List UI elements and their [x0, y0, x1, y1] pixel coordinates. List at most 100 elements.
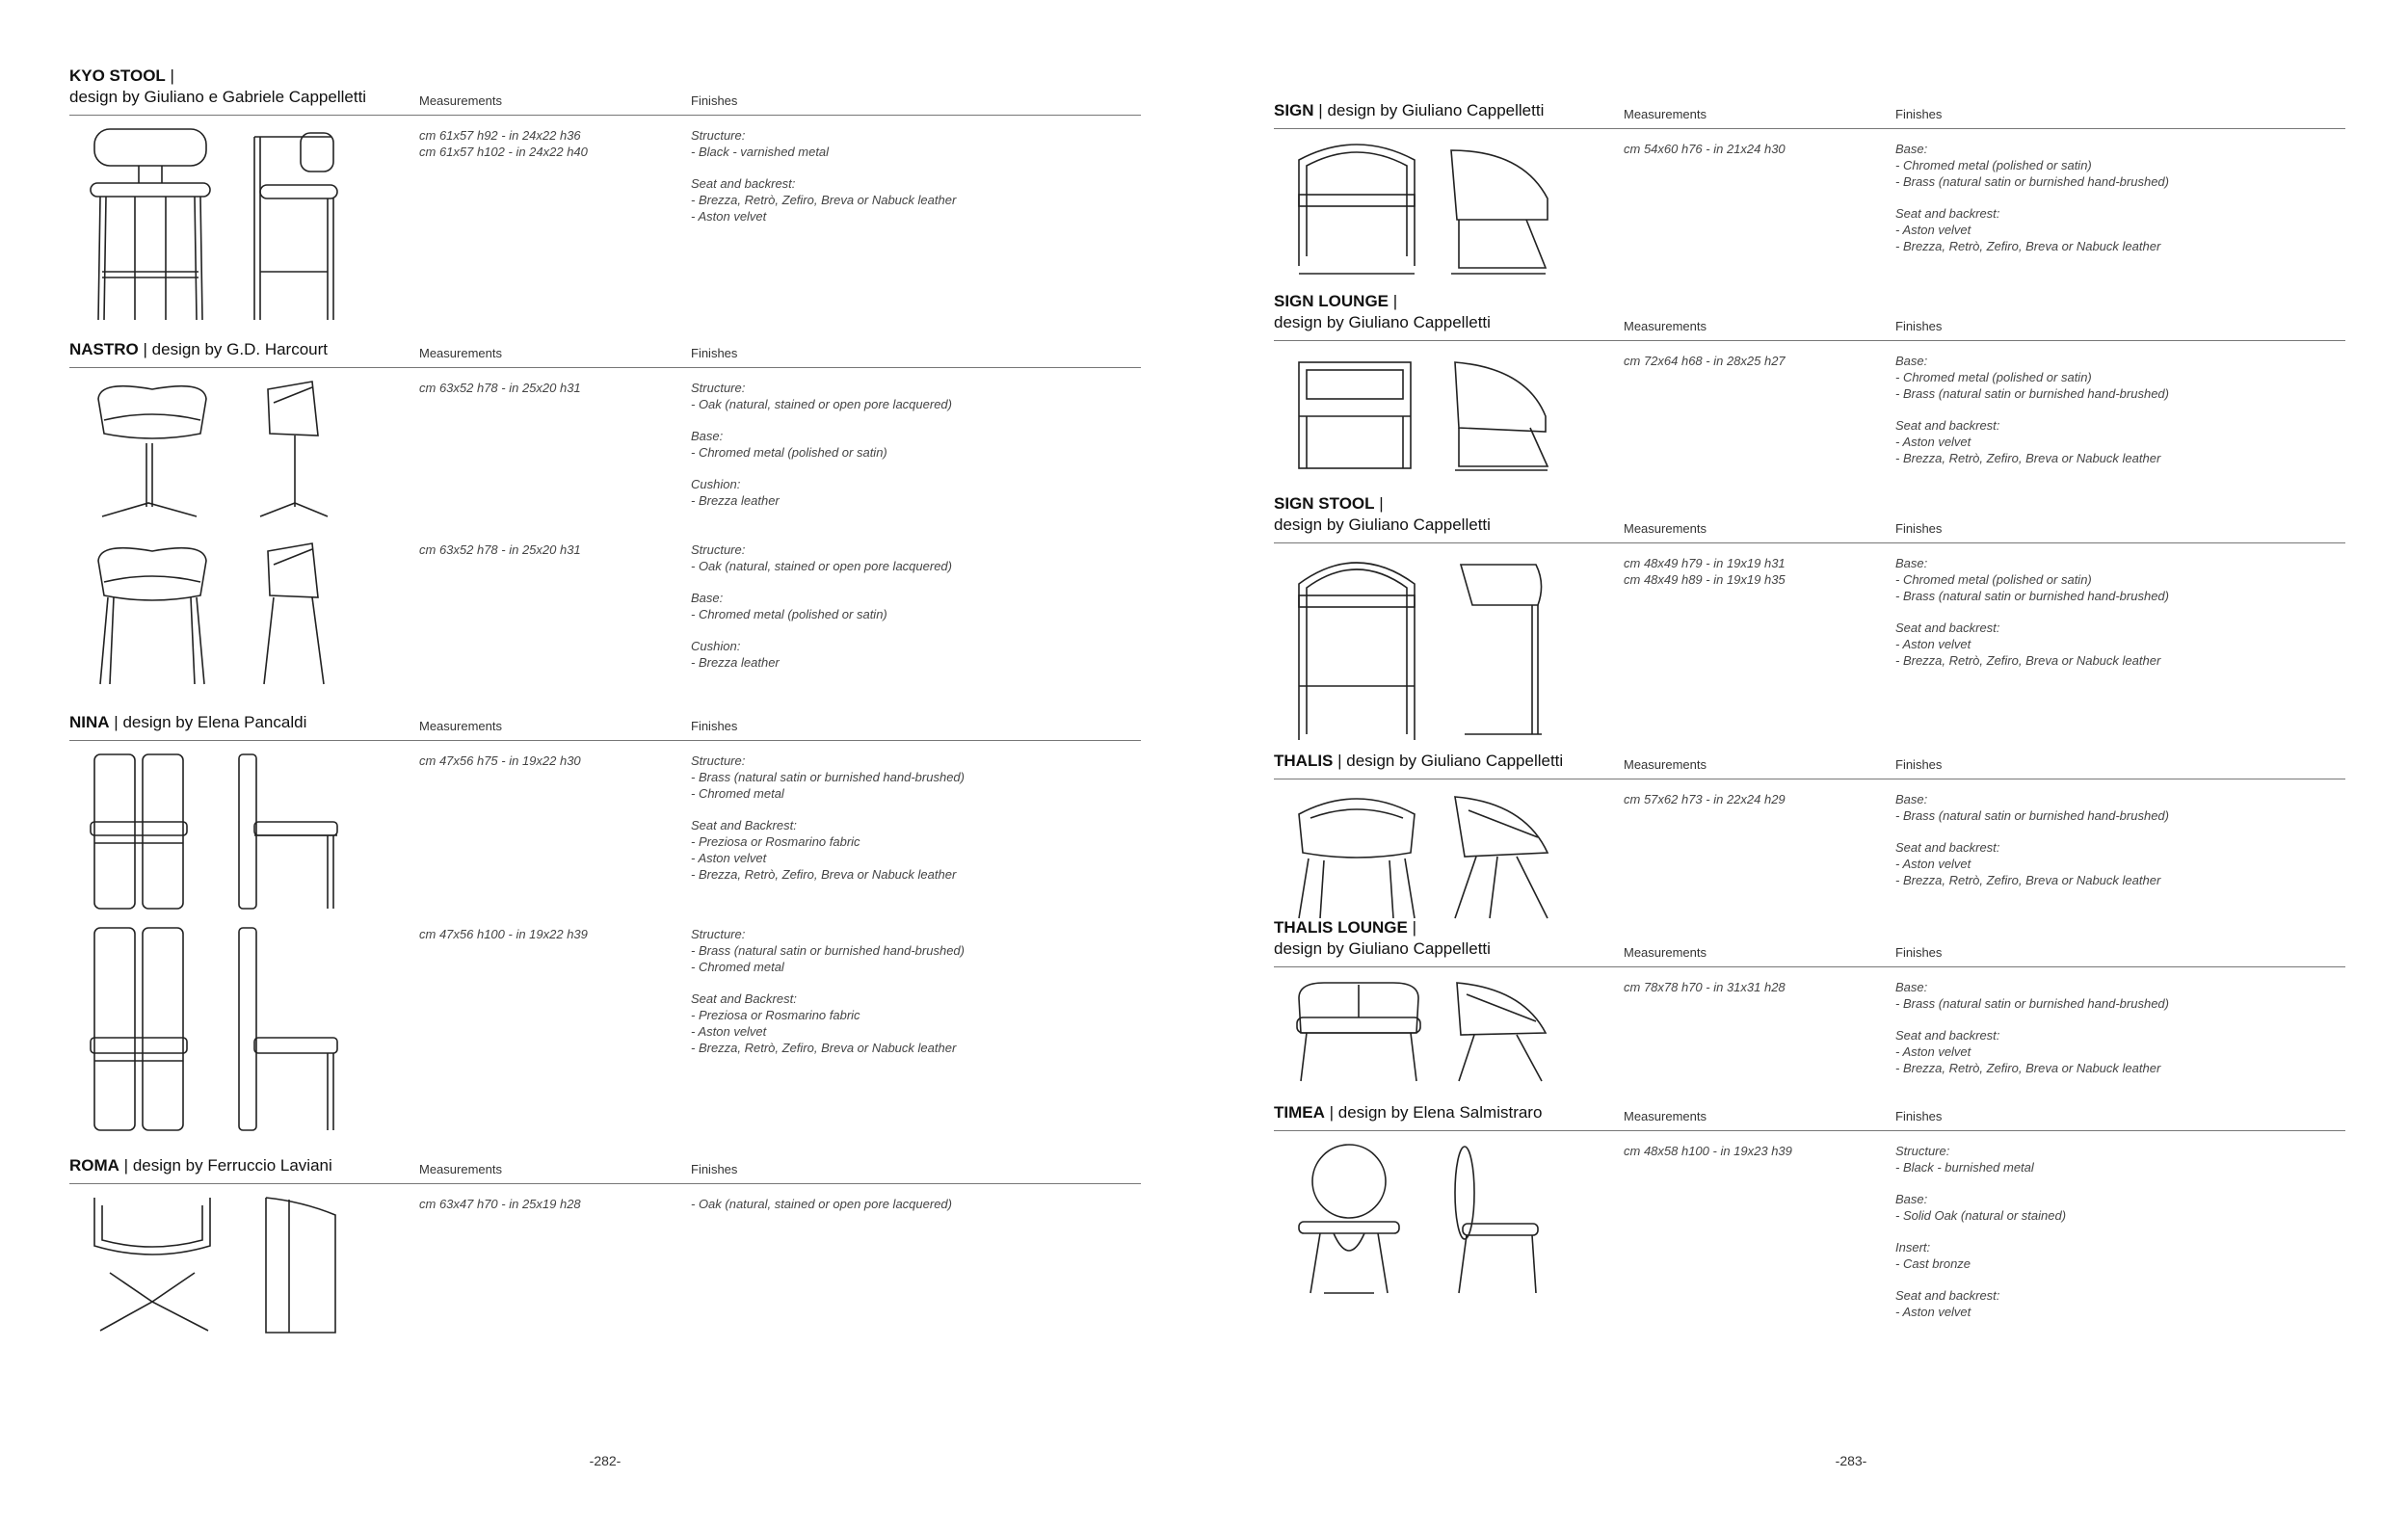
product-name: SIGN STOOL	[1274, 494, 1375, 513]
product-title: SIGN LOUNGE |design by Giuliano Cappelle…	[1274, 291, 1630, 333]
header-divider	[69, 367, 1141, 368]
finish-label: Seat and backrest:	[1895, 1028, 2000, 1043]
finish-item: - Brass (natural satin or burnished hand…	[1895, 386, 2169, 401]
finish-item: - Cast bronze	[1895, 1256, 1971, 1271]
measurement-line: cm 57x62 h73 - in 22x24 h29	[1624, 792, 1786, 806]
finish-group: Base:- Brass (natural satin or burnished…	[1895, 979, 2339, 1012]
finish-item: - Aston velvet	[1895, 1305, 1971, 1319]
header-divider	[69, 1183, 1141, 1184]
finish-item: - Chromed metal (polished or satin)	[691, 445, 887, 460]
finish-group: Seat and backrest:- Aston velvet	[1895, 1287, 2339, 1320]
chair-line-drawing	[1285, 1143, 1574, 1302]
product-name: ROMA	[69, 1156, 119, 1175]
finishes-heading: Finishes	[691, 93, 738, 108]
measurements: cm 47x56 h100 - in 19x22 h39	[419, 926, 679, 942]
title-separator: |	[1333, 752, 1347, 770]
chair-line-drawing	[1285, 353, 1574, 478]
measurements: cm 47x56 h75 - in 19x22 h30	[419, 753, 679, 769]
product-designer: design by Ferruccio Laviani	[132, 1156, 332, 1175]
left-page: -282- KYO STOOL |design by Giuliano e Ga…	[69, 66, 1141, 1468]
finish-item: - Brezza, Retrò, Zefiro, Breva or Nabuck…	[1895, 653, 2161, 668]
title-separator: |	[1407, 918, 1416, 937]
chair-line-drawing	[1285, 141, 1574, 285]
header-divider	[1274, 542, 2345, 543]
finish-label: Structure:	[691, 927, 746, 941]
product-title: NINA | design by Elena Pancaldi	[69, 712, 426, 733]
finish-group: Structure:- Black - varnished metal	[691, 127, 1134, 160]
finish-item: - Solid Oak (natural or stained)	[1895, 1208, 2067, 1223]
finish-label: Insert:	[1895, 1240, 1931, 1255]
product-name: NINA	[69, 713, 110, 731]
product-title: THALIS LOUNGE |design by Giuliano Cappel…	[1274, 917, 1630, 960]
chair-line-drawing	[1285, 555, 1574, 743]
chair-line-drawing	[1285, 979, 1574, 1090]
finishes-heading: Finishes	[1895, 107, 1943, 121]
measurement-line: cm 48x49 h79 - in 19x19 h31	[1624, 556, 1786, 570]
finish-group: Structure: - Brass (natural satin or burn…	[691, 926, 1134, 975]
chair-line-drawing	[81, 127, 370, 344]
finish-item: - Aston velvet	[1895, 857, 1971, 871]
finish-group: Base:- Chromed metal (polished or satin)	[691, 428, 1134, 461]
finish-item: - Aston velvet	[1895, 223, 1971, 237]
product-designer: design by Giuliano Cappelletti	[1327, 101, 1545, 119]
finish-label: Base:	[691, 591, 724, 605]
finish-item: - Chromed metal (polished or satin)	[1895, 572, 2092, 587]
finish-group: Structure:- Oak (natural, stained or ope…	[691, 380, 1134, 412]
finish-item: - Preziosa or Rosmarino fabric	[691, 1008, 860, 1022]
title-separator: |	[119, 1156, 133, 1175]
finishes: - Oak (natural, stained or open pore lac…	[691, 1196, 1134, 1228]
header-divider	[69, 740, 1141, 741]
finishes: Base: - Chromed metal (polished or satin)…	[1895, 555, 2339, 684]
product-title: KYO STOOL |design by Giuliano e Gabriele…	[69, 66, 426, 108]
product-name: THALIS LOUNGE	[1274, 918, 1408, 937]
finish-group: Insert:- Cast bronze	[1895, 1239, 2339, 1272]
finish-item: - Brezza, Retrò, Zefiro, Breva or Nabuck…	[691, 193, 957, 207]
finish-group: Seat and backrest:- Aston velvet- Brezza…	[1895, 839, 2339, 888]
measurements-heading: Measurements	[419, 1162, 502, 1176]
product-designer: design by Giuliano e Gabriele Cappellett…	[69, 88, 367, 106]
finish-group: Structure:- Black - burnished metal	[1895, 1143, 2339, 1175]
finish-item: - Brezza leather	[691, 493, 780, 508]
finish-label: Base:	[1895, 980, 1928, 994]
finishes: Base:- Chromed metal (polished or satin)…	[1895, 141, 2339, 270]
finish-item: - Aston velvet	[1895, 637, 1971, 651]
finish-group: Seat and Backrest: - Preziosa or Rosmarin…	[691, 991, 1134, 1056]
title-separator: |	[1374, 494, 1384, 513]
finish-item: - Aston velvet	[691, 851, 767, 865]
finish-item: - Aston velvet	[691, 1024, 767, 1039]
finish-label: Base:	[1895, 556, 1928, 570]
finish-group: Base:- Chromed metal (polished or satin)	[691, 590, 1134, 622]
measurement-line: cm 47x56 h75 - in 19x22 h30	[419, 753, 581, 768]
finish-item: - Brass (natural satin or burnished hand…	[691, 943, 965, 958]
chair-line-drawing	[81, 926, 370, 1133]
finish-item: - Aston velvet	[691, 209, 767, 224]
product-designer: design by Giuliano Cappelletti	[1274, 313, 1491, 331]
measurement-line: cm 72x64 h68 - in 28x25 h27	[1624, 354, 1786, 368]
finish-label: Structure:	[691, 381, 746, 395]
measurements: cm 48x58 h100 - in 19x23 h39	[1624, 1143, 1884, 1159]
measurement-line: cm 48x49 h89 - in 19x19 h35	[1624, 572, 1786, 587]
measurement-line: cm 61x57 h102 - in 24x22 h40	[419, 145, 588, 159]
product-title: THALIS | design by Giuliano Cappelletti	[1274, 751, 1630, 772]
product-designer: design by Elena Salmistraro	[1337, 1103, 1543, 1122]
title-separator: |	[1313, 101, 1328, 119]
finishes-heading: Finishes	[1895, 521, 1943, 536]
finish-item: - Brass (natural satin or burnished hand…	[1895, 589, 2169, 603]
measurements: cm 63x52 h78 - in 25x20 h31	[419, 541, 679, 558]
finish-group: Seat and Backrest:- Preziosa or Rosmarin…	[691, 817, 1134, 883]
header-divider	[1274, 966, 2345, 967]
product-header: ROMA | design by Ferruccio Laviani Measur…	[69, 1123, 1141, 1184]
finish-label: Cushion:	[691, 477, 741, 491]
finish-label: Seat and Backrest:	[691, 991, 797, 1006]
finish-group: - Oak (natural, stained or open pore lac…	[691, 1196, 1134, 1212]
